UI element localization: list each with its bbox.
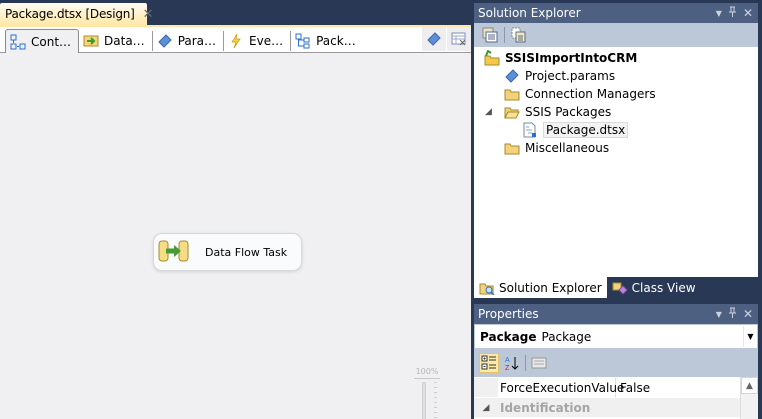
task-label: Data Flow Task (205, 245, 288, 259)
folder-icon (504, 140, 520, 156)
category-expander[interactable]: ◢ (474, 398, 498, 417)
window-position-dropdown-icon[interactable]: ▼ (715, 309, 722, 319)
property-pages-icon (531, 357, 547, 369)
properties-object-selector[interactable]: Package Package ▼ (474, 324, 758, 349)
pin-icon[interactable] (728, 6, 737, 20)
tab-event-handlers[interactable]: Eve… (224, 31, 292, 51)
solution-explorer-titlebar[interactable]: Solution Explorer ▼ ✕ (474, 3, 758, 23)
close-icon[interactable]: ✕ (142, 6, 154, 22)
scroll-up-icon[interactable]: ▲ (741, 377, 758, 394)
document-tab-package-design[interactable]: Package.dtsx [Design] ✕ (0, 3, 154, 25)
tab-package-explorer[interactable]: Pack… (291, 31, 363, 51)
properties-title: Properties (478, 307, 539, 321)
property-grid: ForceExecutionValue False ◢ Identificati… (474, 377, 758, 419)
solution-explorer-toolbar (474, 23, 758, 47)
variables-button[interactable] (447, 27, 471, 51)
project-icon (484, 49, 500, 66)
property-category-identification[interactable]: ◢ Identification (474, 398, 740, 417)
property-row-force-execution-value[interactable]: ForceExecutionValue False (474, 378, 740, 397)
zoom-slider[interactable]: 100% (414, 367, 444, 419)
property-pages-button[interactable] (529, 353, 549, 373)
show-all-files-button[interactable] (509, 25, 529, 45)
tree-node-miscellaneous[interactable]: Miscellaneous (504, 139, 609, 157)
tab-parameters[interactable]: Para… (153, 31, 225, 51)
tab-control-flow[interactable]: Cont… (5, 29, 80, 53)
close-icon[interactable]: ✕ (742, 6, 753, 20)
svg-text:Z: Z (505, 365, 510, 371)
close-icon[interactable]: ✕ (742, 307, 753, 321)
package-explorer-icon (295, 33, 311, 49)
tab-label: Pack… (316, 34, 356, 48)
properties-button[interactable] (480, 25, 500, 45)
properties-titlebar[interactable]: Properties ▼ ✕ (474, 304, 758, 324)
solution-tree: SSISImportIntoCRM Project.params Connect… (474, 47, 758, 277)
data-flow-task[interactable]: Data Flow Task (153, 233, 302, 271)
designer-tabs: Cont… Data… Para… Eve… Pack… (0, 27, 471, 53)
categorized-button[interactable] (479, 353, 499, 373)
solution-explorer-icon (479, 281, 495, 296)
tab-label: Cont… (31, 34, 72, 49)
zoom-track[interactable] (422, 382, 426, 419)
tab-label: Eve… (249, 34, 284, 48)
show-all-files-icon (511, 27, 526, 43)
document-tab-strip (0, 25, 471, 27)
object-name: Package (480, 329, 537, 344)
object-type: Package (541, 329, 592, 344)
zoom-ticks (434, 382, 437, 419)
document-tab-label: Package.dtsx [Design] (5, 7, 135, 21)
tab-label: Para… (177, 34, 217, 48)
class-view-icon (612, 281, 628, 295)
parameters-icon (427, 32, 441, 46)
tree-expander-ssis-packages[interactable]: ◢ (485, 107, 492, 117)
folder-open-icon (504, 104, 520, 120)
solution-explorer-title: Solution Explorer (478, 6, 581, 20)
properties-window-icon (482, 27, 498, 43)
data-flow-icon (83, 33, 99, 49)
tab-solution-explorer[interactable]: Solution Explorer (474, 277, 607, 298)
parameters-icon (157, 33, 173, 49)
tree-node-connection-managers[interactable]: Connection Managers (504, 85, 656, 103)
tree-node-package-dtsx[interactable]: Package.dtsx (522, 121, 629, 139)
property-grid-scrollbar[interactable]: ▲ (740, 377, 758, 419)
tab-class-view[interactable]: Class View (607, 277, 701, 298)
params-icon (504, 68, 520, 84)
tab-data-flow[interactable]: Data… (79, 31, 153, 51)
control-flow-icon (10, 34, 26, 50)
chevron-down-icon[interactable]: ▼ (743, 326, 757, 347)
parameters-button[interactable] (422, 27, 446, 51)
tree-node-project[interactable]: SSISImportIntoCRM (484, 49, 637, 67)
categorized-icon (481, 355, 496, 370)
tab-label: Data… (104, 34, 145, 48)
package-file-icon (522, 122, 538, 138)
design-canvas[interactable]: Data Flow Task 100% (0, 54, 471, 419)
event-handlers-icon (228, 33, 244, 49)
data-flow-task-icon (158, 239, 192, 266)
ssis-designer: Cont… Data… Para… Eve… Pack… (0, 27, 471, 419)
alphabetical-sort-icon: AZ (505, 357, 519, 371)
toolbar-separator (504, 27, 505, 43)
svg-text:A: A (505, 357, 510, 364)
solution-explorer-bottom-tabs: Solution Explorer Class View (474, 277, 758, 298)
variables-grid-icon (451, 32, 466, 46)
zoom-percent: 100% (414, 367, 440, 379)
tree-node-ssis-packages[interactable]: SSIS Packages (504, 103, 611, 121)
toolbar-separator (525, 355, 526, 371)
tree-node-project-params[interactable]: Project.params (504, 67, 615, 85)
pin-icon[interactable] (728, 307, 737, 321)
folder-icon (504, 86, 520, 102)
window-position-dropdown-icon[interactable]: ▼ (715, 8, 722, 18)
